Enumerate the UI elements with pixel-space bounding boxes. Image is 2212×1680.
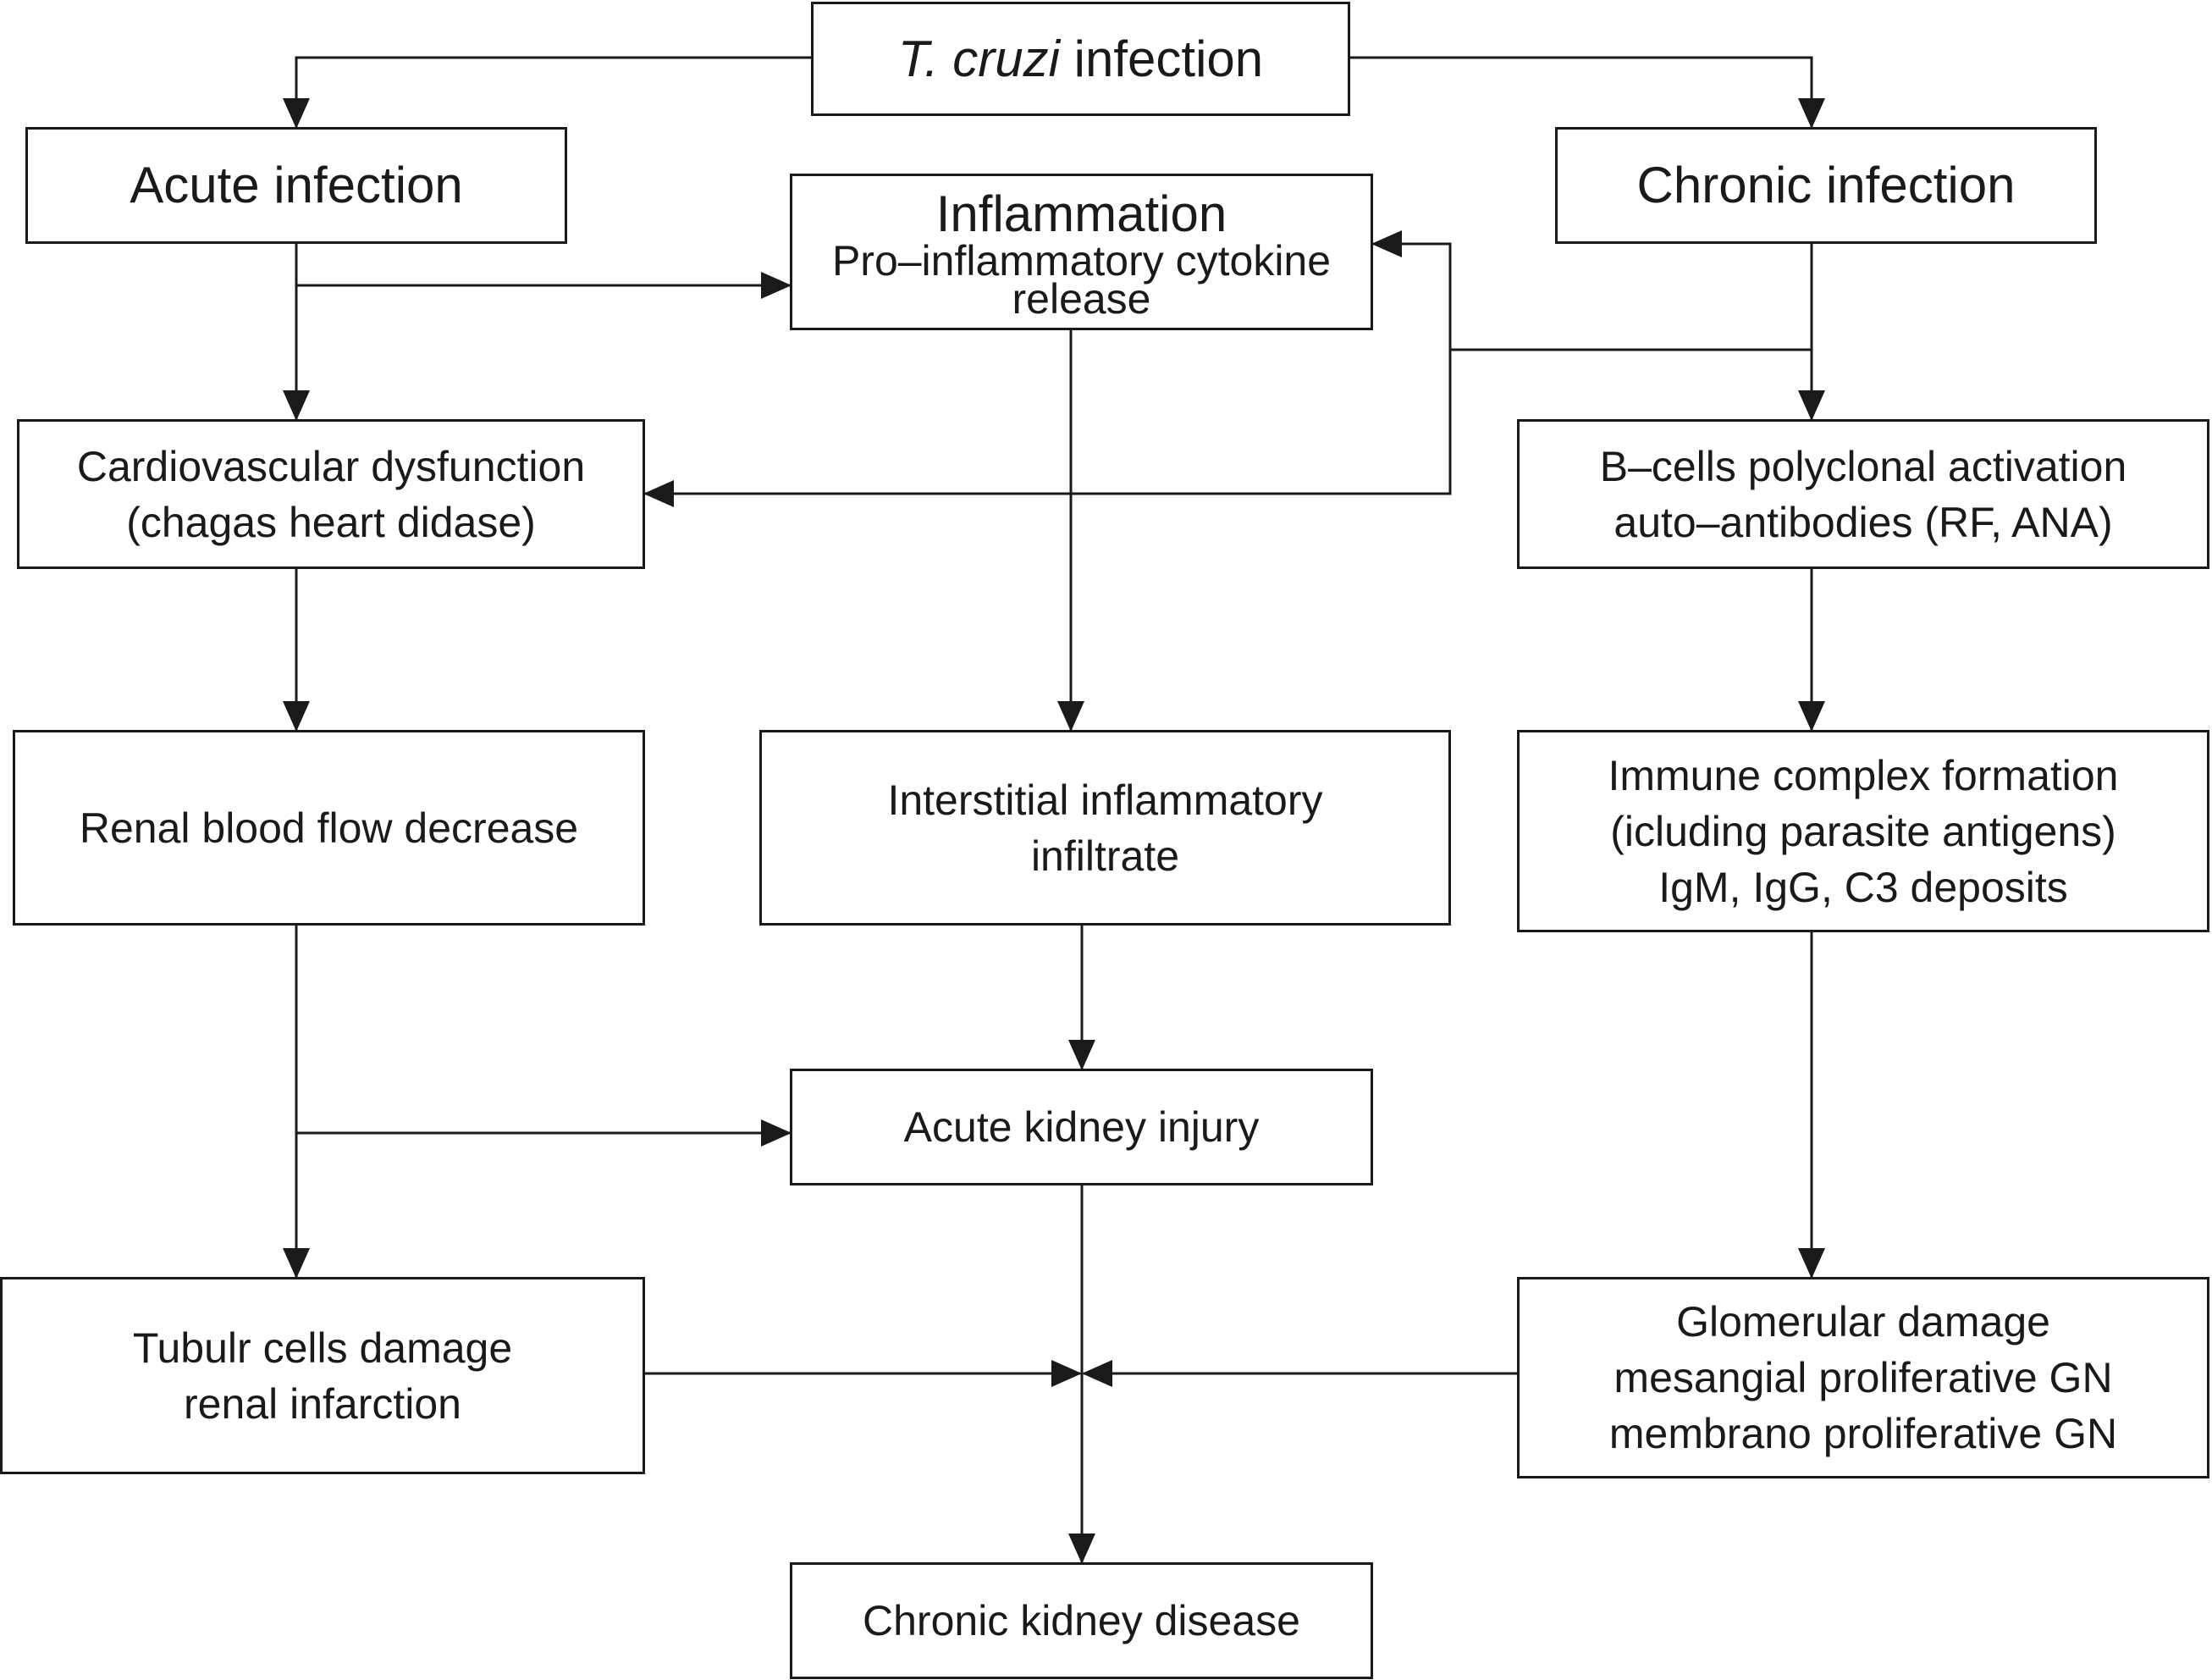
- node-chronic-kidney-disease: Chronic kidney disease: [790, 1562, 1373, 1679]
- node-chronic-label: Chronic infection: [1636, 157, 2016, 213]
- node-acute-infection: Acute infection: [25, 127, 567, 244]
- node-cardio-line2: (chagas heart didase): [126, 498, 536, 546]
- node-immune-line1: Immune complex formation: [1608, 751, 2119, 799]
- node-renal-blood-flow: Renal blood flow decrease: [13, 730, 645, 926]
- node-glomerular-damage: Glomerular damage mesangial proliferativ…: [1517, 1277, 2209, 1478]
- edge-chronic-to-cardio: [643, 350, 1452, 507]
- edge-chronic-to-inflammation: [1371, 230, 1452, 350]
- node-t-cruzi-rest: infection: [1060, 30, 1264, 87]
- node-inflammation-line2: release: [1012, 274, 1151, 323]
- edge-tcruzi-to-acute: [283, 56, 811, 129]
- node-inflammation-title: Inflammation: [935, 185, 1227, 242]
- node-acute-kidney-injury: Acute kidney injury: [790, 1069, 1373, 1185]
- node-immune-complex: Immune complex formation (icluding paras…: [1517, 730, 2209, 932]
- node-interstitial-infiltrate: Interstitial inflammatory infiltrate: [759, 730, 1451, 926]
- node-cardiovascular-dysfunction: Cardiovascular dysfunction (chagas heart…: [17, 419, 645, 569]
- node-acute-label: Acute infection: [130, 157, 463, 213]
- node-t-cruzi-infection: T. cruzi infection: [811, 2, 1350, 116]
- node-cardio-line1: Cardiovascular dysfunction: [76, 442, 586, 490]
- node-chronic-infection: Chronic infection: [1555, 127, 2097, 244]
- node-bcells-activation: B–cells polyclonal activation auto–antib…: [1517, 419, 2209, 569]
- node-glomerular-line3: membrano proliferative GN: [1608, 1410, 2118, 1457]
- node-immune-line2: (icluding parasite antigens): [1610, 807, 2116, 855]
- node-immune-line3: IgM, IgG, C3 deposits: [1658, 863, 2068, 911]
- node-glomerular-line2: mesangial proliferative GN: [1613, 1354, 2113, 1401]
- node-tubular-line1: Tubulr cells damage: [132, 1324, 513, 1372]
- node-aki-label: Acute kidney injury: [903, 1103, 1260, 1151]
- node-bcells-line1: B–cells polyclonal activation: [1599, 442, 2127, 490]
- node-glomerular-line1: Glomerular damage: [1676, 1298, 2050, 1346]
- node-bcells-line2: auto–antibodies (RF, ANA): [1613, 498, 2113, 546]
- node-interstitial-line2: infiltrate: [1030, 832, 1180, 880]
- node-inflammation: Inflammation Pro–inflammatory cytokine r…: [790, 174, 1373, 330]
- node-interstitial-line1: Interstitial inflammatory: [887, 776, 1323, 824]
- node-t-cruzi-label: T. cruzi infection: [897, 30, 1264, 87]
- node-inflammation-line1: Pro–inflammatory cytokine: [831, 236, 1332, 285]
- edge-tcruzi-to-chronic: [1350, 56, 1825, 129]
- node-tubular-damage: Tubulr cells damage renal infarction: [0, 1277, 645, 1474]
- node-renal-flow-label: Renal blood flow decrease: [79, 804, 579, 852]
- node-t-cruzi-italic: T. cruzi: [897, 30, 1060, 87]
- node-tubular-line2: renal infarction: [184, 1379, 461, 1428]
- node-ckd-label: Chronic kidney disease: [863, 1597, 1300, 1644]
